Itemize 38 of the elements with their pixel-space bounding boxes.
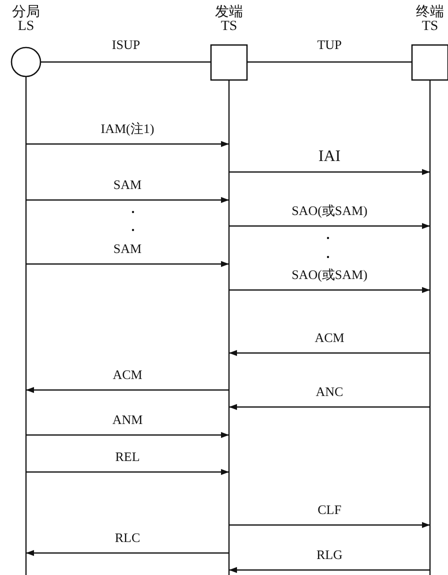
node-heading: 分局 bbox=[12, 6, 40, 20]
message-arrow bbox=[26, 387, 229, 393]
message-arrow bbox=[229, 287, 430, 293]
edge-label: SAM bbox=[112, 178, 143, 192]
edge-label: TUP bbox=[316, 38, 343, 52]
link-line bbox=[247, 61, 412, 63]
edge-label: ANC bbox=[314, 385, 344, 399]
edge-label: SAO(或SAM) bbox=[290, 268, 368, 282]
edge-label: REL bbox=[114, 450, 141, 464]
message-arrow bbox=[229, 404, 430, 410]
node-heading: 发端 bbox=[215, 6, 243, 20]
edge-label: SAM bbox=[112, 242, 143, 256]
edge-label: IAI bbox=[317, 150, 342, 164]
message-arrow bbox=[229, 350, 430, 356]
edge-label: ISUP bbox=[110, 38, 142, 52]
edge-label: IAM(注1) bbox=[100, 122, 156, 136]
edge-label: RLC bbox=[114, 531, 142, 545]
node-label: LS bbox=[18, 20, 34, 34]
message-arrow bbox=[229, 567, 430, 573]
edge-label: ANM bbox=[111, 413, 144, 427]
edge-label: ACM bbox=[314, 331, 346, 345]
edge-label: RLG bbox=[316, 548, 344, 562]
node-label: TS bbox=[422, 20, 438, 34]
message-arrow bbox=[26, 432, 229, 438]
edge-label: ACM bbox=[112, 368, 144, 382]
message-arrow bbox=[26, 469, 229, 475]
node-heading: 终端 bbox=[416, 6, 444, 20]
link-line bbox=[41, 61, 211, 63]
message-arrow bbox=[26, 261, 229, 267]
message-arrow bbox=[26, 197, 229, 203]
edge-label: CLF bbox=[316, 503, 342, 517]
message-arrow bbox=[229, 223, 430, 229]
message-arrow bbox=[229, 522, 430, 528]
message-arrow bbox=[229, 169, 430, 175]
node-label: TS bbox=[220, 20, 238, 34]
edge-label: SAO(或SAM) bbox=[290, 204, 368, 218]
message-arrow bbox=[26, 141, 229, 147]
message-arrow bbox=[26, 550, 229, 556]
